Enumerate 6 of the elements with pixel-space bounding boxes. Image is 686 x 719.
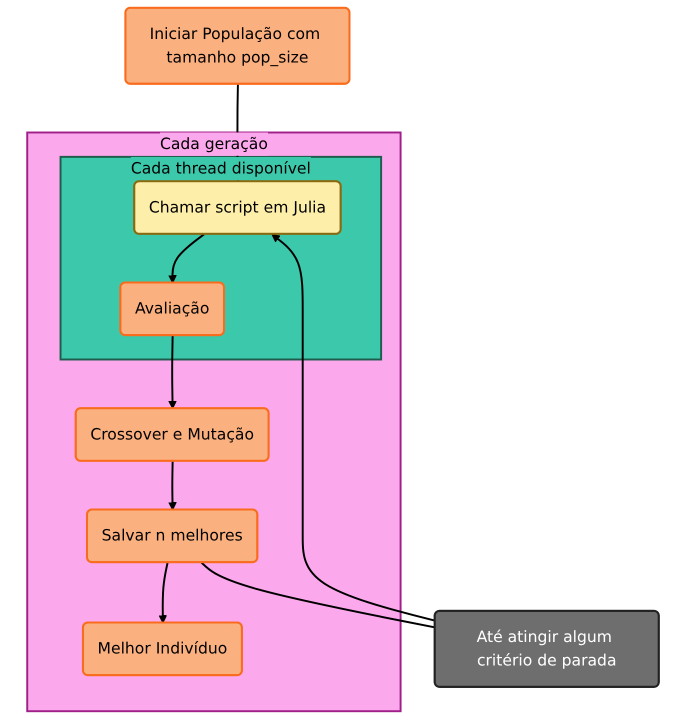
arrow xyxy=(271,234,436,622)
arrow xyxy=(168,336,177,410)
arrow xyxy=(168,234,205,284)
arrow xyxy=(168,461,177,510)
connector xyxy=(200,562,436,628)
arrow xyxy=(158,562,169,624)
